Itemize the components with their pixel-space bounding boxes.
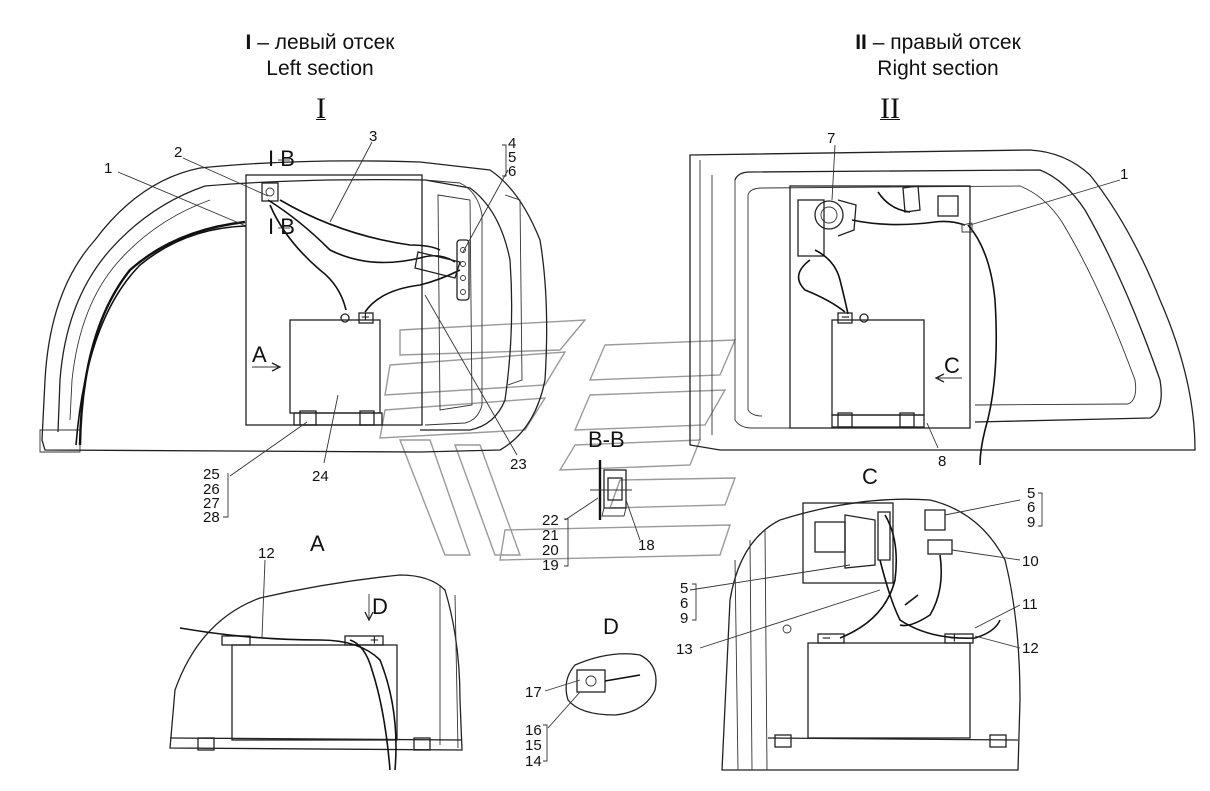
left-section-title: I – левый отсек Left section <box>190 30 450 82</box>
callout-5-top: 5 <box>508 149 516 166</box>
left-battery-plus: + <box>361 309 370 326</box>
view-a-detail: + <box>169 559 463 771</box>
right-section-title-ru: – правый отсек <box>872 31 1021 54</box>
view-c-leaders <box>689 492 1043 649</box>
callout-6-top: 6 <box>508 163 516 180</box>
svg-text:C: C <box>944 353 960 378</box>
right-section-roman: II <box>855 31 867 54</box>
view-c-label: C <box>862 464 878 489</box>
callout-2: 2 <box>174 144 182 161</box>
callout-12-c: 12 <box>1022 640 1039 657</box>
callout-1-left: 1 <box>104 160 112 177</box>
callout-28: 28 <box>203 509 220 526</box>
callout-3: 3 <box>369 128 377 145</box>
section-mark-b-upper: I B <box>268 146 295 171</box>
callout-12-a: 12 <box>258 545 275 562</box>
callout-17: 17 <box>525 684 542 701</box>
callout-7: 7 <box>827 130 835 147</box>
callout-1-right: 1 <box>1120 166 1128 183</box>
callout-10: 10 <box>1022 553 1039 570</box>
callout-24: 24 <box>312 468 329 485</box>
watermark-logo <box>379 319 737 561</box>
callout-9-c-right: 9 <box>1027 514 1035 531</box>
left-switch <box>261 182 279 202</box>
callout-6-c-right: 6 <box>1027 499 1035 516</box>
view-c-relay <box>924 509 946 531</box>
left-callout-leaders <box>117 141 518 518</box>
view-a-plus: + <box>370 632 379 649</box>
view-c-battery <box>807 642 971 739</box>
right-section-mark: II <box>880 92 900 125</box>
view-c-switch-plate <box>802 502 894 584</box>
view-c-minus: − <box>822 630 831 647</box>
svg-text:A: A <box>252 342 267 367</box>
callout-9-c-left: 9 <box>680 610 688 627</box>
right-switch-bracket <box>797 199 825 257</box>
view-arrow-c: C <box>934 353 962 383</box>
view-d-detail <box>543 653 657 762</box>
callout-18: 18 <box>638 537 655 554</box>
right-relay <box>902 185 921 213</box>
left-section-title-ru: – левый отсек <box>257 31 395 54</box>
callout-14: 14 <box>525 753 542 770</box>
callout-23: 23 <box>510 456 527 473</box>
callout-13: 13 <box>676 641 693 658</box>
svg-text:D: D <box>372 594 388 619</box>
view-arrow-a: A <box>252 342 282 372</box>
callout-5-c-left: 5 <box>680 580 688 597</box>
view-c-detail: − + <box>721 498 1021 771</box>
callout-22: 22 <box>542 512 559 529</box>
right-compartment: − <box>689 149 1196 466</box>
callout-19: 19 <box>542 557 559 574</box>
svg-text:I B: I B <box>268 146 295 171</box>
callout-11: 11 <box>1022 596 1038 613</box>
left-terminal-strip <box>456 239 470 301</box>
callout-4: 4 <box>508 135 516 152</box>
view-bb-label: B-B <box>588 427 625 452</box>
callout-21: 21 <box>542 527 559 544</box>
callout-27: 27 <box>203 495 220 512</box>
left-compartment: + <box>39 160 548 453</box>
view-bb-detail <box>564 460 641 567</box>
left-section-title-en: Left section <box>266 57 374 80</box>
callout-5-c-right: 5 <box>1027 485 1035 502</box>
right-inner-panel <box>789 185 971 429</box>
callout-26: 26 <box>203 481 220 498</box>
view-a-battery <box>231 644 398 741</box>
callout-25: 25 <box>203 466 220 483</box>
callout-8: 8 <box>938 453 946 470</box>
left-section-mark: I <box>316 92 326 125</box>
view-arrow-d: D <box>364 594 388 622</box>
right-battery <box>831 319 925 416</box>
section-mark-b-lower: I B <box>268 214 295 239</box>
left-battery <box>289 319 381 414</box>
right-section-title: II – правый отсек Right section <box>808 30 1068 82</box>
callout-20: 20 <box>542 542 559 559</box>
view-a-label: A <box>310 531 325 556</box>
left-section-roman: I <box>245 31 252 54</box>
right-section-title-en: Right section <box>877 57 999 80</box>
mass-switch <box>814 200 844 230</box>
callout-15: 15 <box>525 737 542 754</box>
right-callout-leaders <box>831 144 1121 449</box>
view-d-label: D <box>603 614 619 639</box>
callout-6-c-left: 6 <box>680 595 688 612</box>
right-battery-minus: − <box>841 309 850 326</box>
callout-16: 16 <box>525 722 542 739</box>
left-fuse-holder <box>414 251 461 279</box>
svg-text:I B: I B <box>268 214 295 239</box>
